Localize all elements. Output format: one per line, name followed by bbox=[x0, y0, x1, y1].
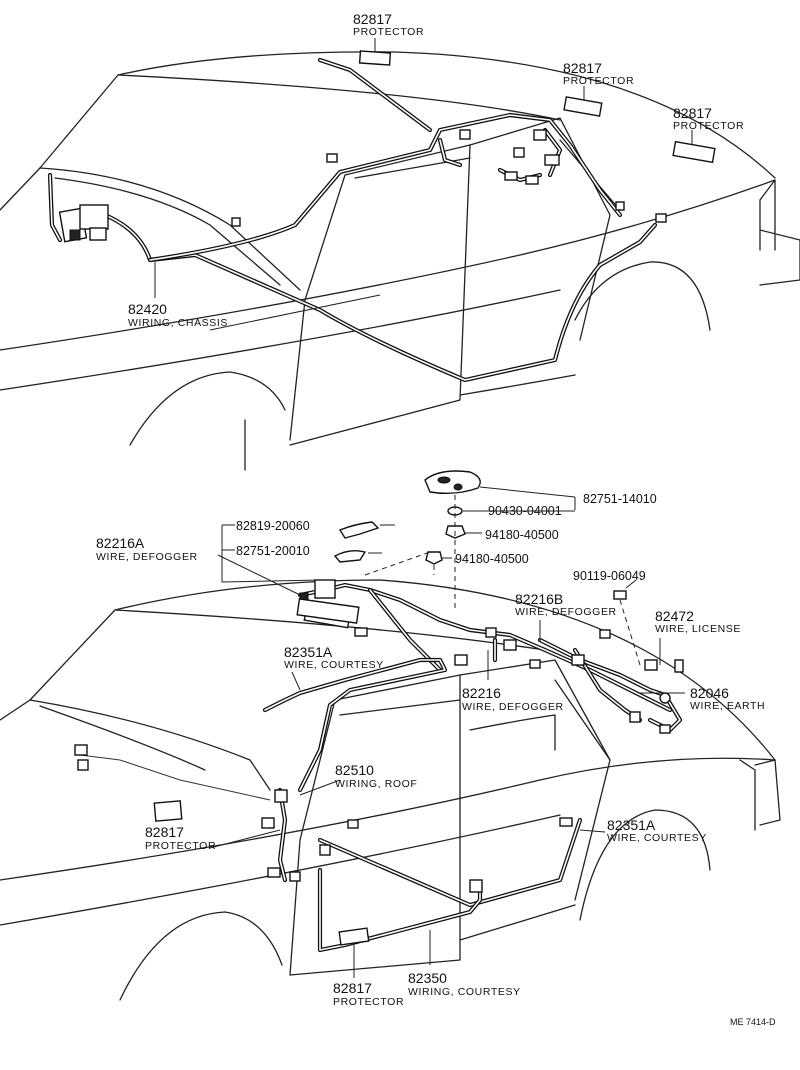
wire-license-number: 82472 bbox=[655, 608, 694, 624]
wire-courtesy-1-name: WIRE, COURTESY bbox=[284, 659, 384, 671]
nut-1-part-number: 90430-04001 bbox=[488, 504, 562, 518]
protector-1-number: 82817 bbox=[353, 11, 392, 27]
nut-2-part-number: 94180-40500 bbox=[485, 528, 559, 542]
lower-connectors bbox=[74, 579, 684, 946]
lower-car-body bbox=[0, 579, 781, 1001]
nut-3-part-number: 94180-40500 bbox=[455, 552, 529, 566]
wire-defogger-a-number: 82216A bbox=[96, 535, 145, 551]
protector-3-name: PROTECTOR bbox=[673, 120, 744, 132]
wiring-chassis-name: WIRING, CHASSIS bbox=[128, 317, 228, 329]
drawing-code: ME 7414-D bbox=[730, 1017, 776, 1027]
clamp-2-part-number: 82751-20010 bbox=[236, 544, 310, 558]
wiring-courtesy-name: WIRING, COURTESY bbox=[408, 986, 521, 998]
protector-left-name: PROTECTOR bbox=[145, 840, 216, 852]
bracket-part-number: 82751-14010 bbox=[583, 492, 657, 506]
wire-defogger-number: 82216 bbox=[462, 685, 501, 701]
wiring-courtesy-number: 82350 bbox=[408, 970, 447, 986]
wire-defogger-b-name: WIRE, DEFOGGER bbox=[515, 606, 617, 618]
protector-3-number: 82817 bbox=[673, 105, 712, 121]
upper-car-body bbox=[0, 51, 800, 471]
protector-part bbox=[672, 140, 716, 164]
protector-part bbox=[338, 927, 370, 946]
wire-defogger-a-name: WIRE, DEFOGGER bbox=[96, 551, 198, 563]
bolt-part-number: 90119-06049 bbox=[573, 569, 646, 583]
wiring-roof-name: WIRING, ROOF bbox=[335, 778, 417, 790]
wire-courtesy-1-number: 82351A bbox=[284, 644, 333, 660]
roof-wiring-harness bbox=[79, 582, 683, 953]
wiring-chassis-number: 82420 bbox=[128, 301, 167, 317]
wire-defogger-b-number: 82216B bbox=[515, 591, 563, 607]
clamp-1-part-number: 82819-20060 bbox=[236, 519, 310, 533]
protector-bottom-name: PROTECTOR bbox=[333, 996, 404, 1008]
wire-courtesy-2-number: 82351A bbox=[607, 817, 656, 833]
wire-earth-number: 82046 bbox=[690, 685, 729, 701]
wire-earth-name: WIRE, EARTH bbox=[690, 700, 765, 712]
protector-2-name: PROTECTOR bbox=[563, 75, 634, 87]
wire-license-name: WIRE, LICENSE bbox=[655, 623, 741, 635]
protector-1-name: PROTECTOR bbox=[353, 26, 424, 38]
protector-left-number: 82817 bbox=[145, 824, 184, 840]
protector-part bbox=[358, 50, 392, 66]
upper-connectors bbox=[58, 50, 716, 243]
protector-bottom-number: 82817 bbox=[333, 980, 372, 996]
protector-2-number: 82817 bbox=[563, 60, 602, 76]
wiring-roof-number: 82510 bbox=[335, 762, 374, 778]
wire-courtesy-2-name: WIRE, COURTESY bbox=[607, 832, 707, 844]
wire-defogger-name: WIRE, DEFOGGER bbox=[462, 701, 564, 713]
protector-part bbox=[563, 96, 603, 117]
exploded-parts bbox=[333, 470, 641, 666]
protector-part bbox=[153, 800, 183, 822]
